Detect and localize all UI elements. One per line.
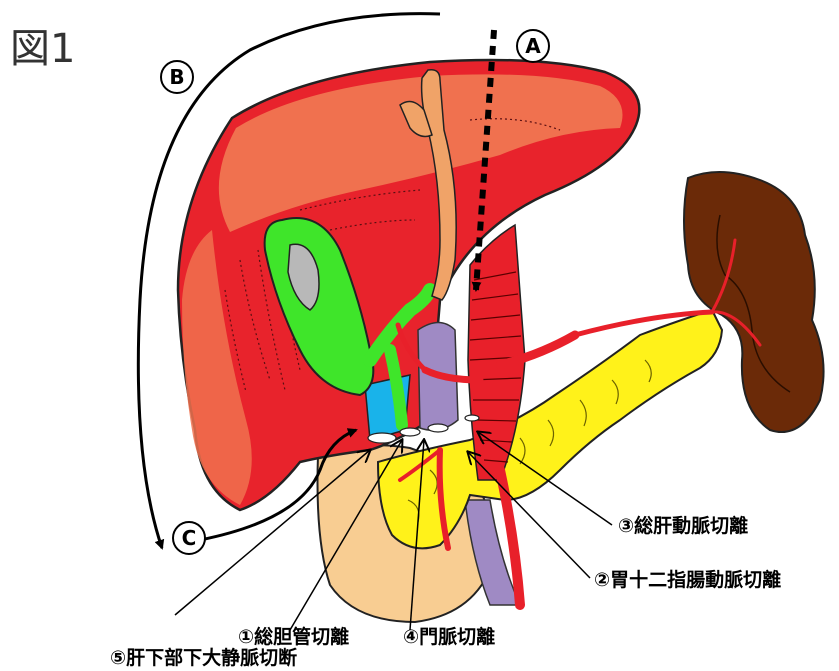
marker-b: B <box>161 61 193 93</box>
label-portal-vein: ④門脈切離 <box>403 625 495 648</box>
label-infrahepatic-ivc: ⑤肝下部下大静脈切断 <box>110 646 297 669</box>
marker-b-letter: B <box>169 65 184 89</box>
label-gastroduodenal-artery: ②胃十二指腸動脈切離 <box>594 568 781 591</box>
figure-title: 図1 <box>10 26 75 72</box>
spleen <box>684 172 824 432</box>
marker-a: A <box>517 30 549 62</box>
label-common-hepatic-artery: ③総肝動脈切離 <box>618 514 748 537</box>
marker-c: C <box>173 522 205 554</box>
marker-a-letter: A <box>525 34 541 58</box>
marker-c-letter: C <box>182 526 197 550</box>
label-common-bile-duct: ①総胆管切離 <box>238 625 349 648</box>
